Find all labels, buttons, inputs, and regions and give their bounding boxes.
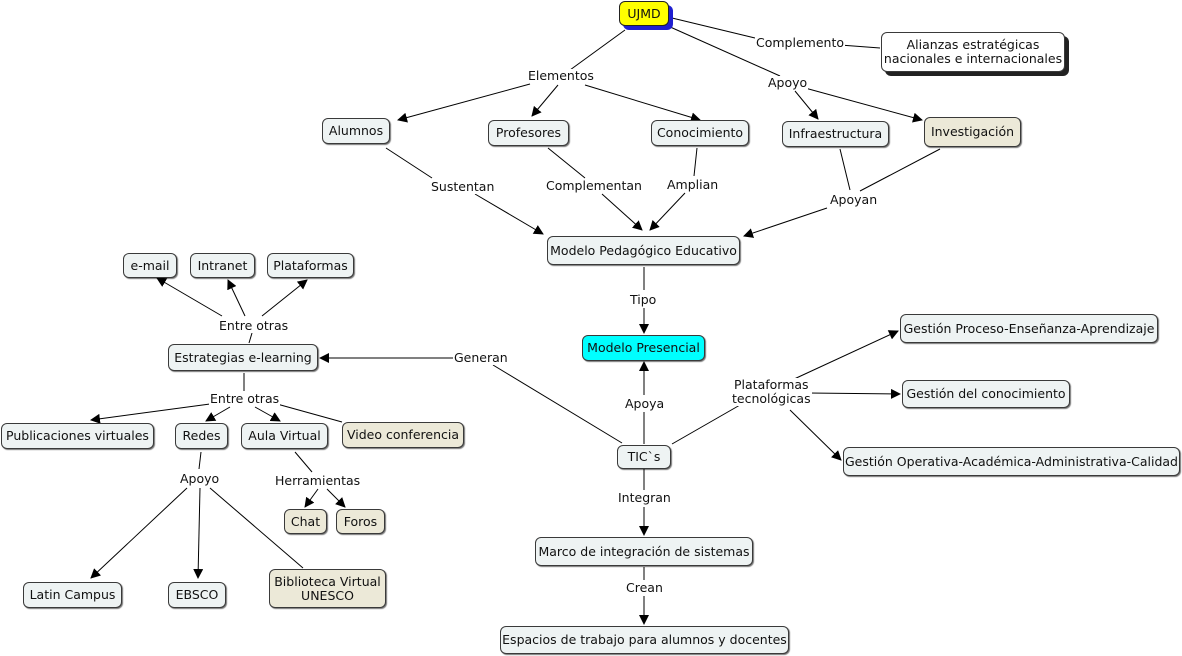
node-video-conferencia[interactable]: Video conferencia — [342, 422, 464, 448]
label-sustentan: Sustentan — [430, 179, 496, 194]
node-tics[interactable]: TIC`s — [617, 445, 671, 469]
node-ebsco[interactable]: EBSCO — [168, 582, 226, 608]
label-herramientas: Herramientas — [274, 473, 362, 488]
node-biblioteca[interactable]: Biblioteca Virtual UNESCO — [269, 569, 386, 608]
label-apoyo-top: Apoyo — [767, 75, 809, 90]
label-integran: Integran — [617, 490, 672, 505]
node-ujmd[interactable]: UJMD — [619, 1, 669, 26]
label-complemento: Complemento — [755, 35, 845, 50]
label-crean: Crean — [625, 580, 664, 595]
label-tipo: Tipo — [629, 292, 658, 307]
label-generan: Generan — [453, 350, 509, 365]
node-conocimiento[interactable]: Conocimiento — [651, 120, 749, 146]
node-chat[interactable]: Chat — [284, 509, 327, 534]
node-alumnos[interactable]: Alumnos — [322, 118, 390, 144]
node-aula-virtual[interactable]: Aula Virtual — [241, 423, 328, 449]
label-apoyan: Apoyan — [829, 192, 879, 207]
node-intranet[interactable]: Intranet — [190, 253, 255, 278]
node-profesores[interactable]: Profesores — [488, 120, 569, 146]
node-foros[interactable]: Foros — [336, 509, 385, 534]
node-investigacion[interactable]: Investigación — [924, 117, 1021, 147]
node-modelo-presencial[interactable]: Modelo Presencial — [582, 335, 705, 361]
node-gestion-pea[interactable]: Gestión Proceso-Enseñanza-Aprendizaje — [900, 314, 1158, 343]
label-plataformas-tecnologicas: Plataformas tecnológicas — [731, 377, 812, 406]
node-gestion-conocimiento[interactable]: Gestión del conocimiento — [902, 380, 1070, 408]
label-apoya: Apoya — [624, 396, 666, 411]
label-entre-otras-bottom: Entre otras — [209, 391, 281, 406]
node-alianzas[interactable]: Alianzas estratégicas nacionales e inter… — [881, 32, 1065, 72]
node-infraestructura[interactable]: Infraestructura — [782, 121, 889, 147]
node-gestion-operativa[interactable]: Gestión Operativa-Académica-Administrati… — [843, 447, 1180, 476]
node-email[interactable]: e-mail — [123, 253, 177, 278]
node-latin-campus[interactable]: Latin Campus — [23, 582, 122, 608]
node-marco[interactable]: Marco de integración de sistemas — [535, 537, 753, 566]
node-espacios[interactable]: Espacios de trabajo para alumnos y docen… — [500, 626, 789, 654]
node-modelo-pedagogico[interactable]: Modelo Pedagógico Educativo — [547, 236, 740, 265]
label-apoyo-redes: Apoyo — [179, 471, 221, 486]
node-estrategias[interactable]: Estrategias e-learning — [168, 344, 318, 371]
label-amplian: Amplian — [666, 177, 720, 192]
label-elementos: Elementos — [527, 68, 595, 83]
node-plataformas[interactable]: Plataformas — [267, 253, 354, 278]
node-publicaciones[interactable]: Publicaciones virtuales — [1, 423, 154, 449]
label-complementan: Complementan — [545, 178, 643, 193]
node-redes[interactable]: Redes — [175, 423, 228, 449]
label-entre-otras-top: Entre otras — [218, 318, 290, 333]
